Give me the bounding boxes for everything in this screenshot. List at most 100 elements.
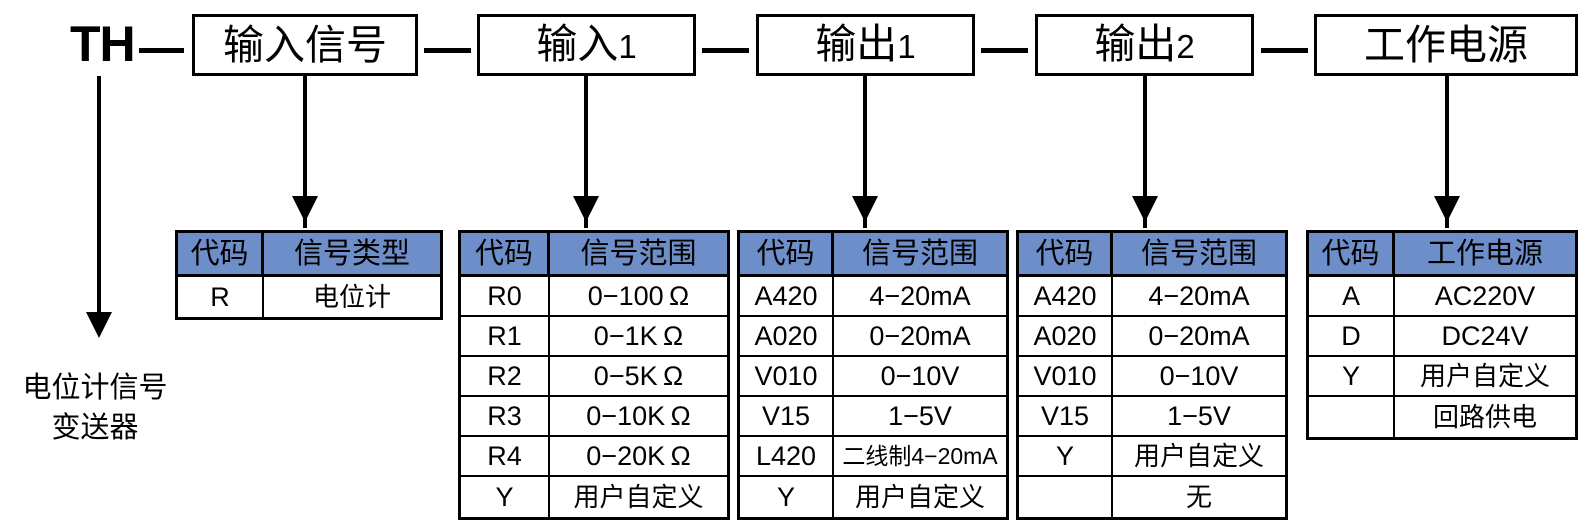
- arrowhead-output1: [852, 196, 878, 222]
- table-row[interactable]: Y 用户自定义: [1309, 357, 1575, 397]
- table-row[interactable]: R2 0−5K Ω: [461, 357, 727, 397]
- cell-code: [1309, 397, 1395, 437]
- connector-line-prefix: [97, 76, 101, 318]
- cell-code: R2: [461, 357, 550, 395]
- cell-value: 用户自定义: [854, 482, 985, 512]
- segment-label: 输入1: [536, 20, 637, 67]
- separator-dash-2: [702, 48, 749, 53]
- segment-label: 输出2: [1094, 20, 1195, 67]
- cell-code: V010: [1019, 357, 1113, 395]
- input1-table: 代码 信号范围 R0 0−100 Ω R1 0−1K Ω R2 0−5K Ω R…: [458, 230, 730, 520]
- arrowhead-prefix: [86, 312, 112, 338]
- cell-code: V15: [740, 397, 834, 435]
- cell-code: V010: [740, 357, 834, 395]
- table-row[interactable]: R1 0−1K Ω: [461, 317, 727, 357]
- table-row[interactable]: Y 用户自定义: [1019, 437, 1285, 477]
- power-supply-table: 代码 工作电源 A AC220V D DC24V Y 用户自定义 回路供电: [1306, 230, 1578, 440]
- column-header-code: 代码: [178, 233, 264, 274]
- table-row[interactable]: V15 1−5V: [1019, 397, 1285, 437]
- column-header-value: 信号范围: [1113, 233, 1285, 274]
- segment-box-input-signal[interactable]: 输入信号: [192, 14, 418, 76]
- table-header-row: 代码 信号类型: [178, 233, 440, 277]
- separator-dash-4: [1261, 48, 1308, 53]
- cell-code: V15: [1019, 397, 1113, 435]
- segment-label: 工作电源: [1364, 22, 1528, 68]
- segment-box-output2[interactable]: 输出2: [1035, 14, 1254, 76]
- cell-code: A020: [740, 317, 834, 355]
- cell-code: A020: [1019, 317, 1113, 355]
- table-row[interactable]: R3 0−10K Ω: [461, 397, 727, 437]
- table-row[interactable]: A420 4−20mA: [1019, 277, 1285, 317]
- column-header-value: 信号范围: [550, 233, 727, 274]
- column-header-code: 代码: [1019, 233, 1113, 274]
- table-row[interactable]: A020 0−20mA: [740, 317, 1006, 357]
- table-row[interactable]: L420 二线制4−20mA: [740, 437, 1006, 477]
- cell-code: Y: [1019, 437, 1113, 475]
- cell-value: DC24V: [1441, 321, 1529, 351]
- model-prefix: TH: [70, 16, 136, 72]
- output2-table: 代码 信号范围 A420 4−20mA A020 0−20mA V010 0−1…: [1016, 230, 1288, 520]
- table-row[interactable]: R4 0−20K Ω: [461, 437, 727, 477]
- cell-value: 用户自定义: [1419, 361, 1550, 391]
- cell-value: 1−5V: [888, 401, 952, 431]
- separator-dash-1: [424, 48, 471, 53]
- column-header-code: 代码: [740, 233, 834, 274]
- column-header-code: 代码: [1309, 233, 1395, 274]
- cell-code: A420: [1019, 277, 1113, 315]
- table-row[interactable]: V010 0−10V: [1019, 357, 1285, 397]
- arrowhead-output2: [1132, 196, 1158, 222]
- column-header-value: 工作电源: [1395, 233, 1575, 274]
- cell-code: Y: [461, 477, 550, 517]
- cell-value: 4−20mA: [1148, 281, 1250, 311]
- code-string-row: TH 输入信号 输入1 输出1 输出2 工作电源: [0, 0, 1584, 92]
- table-row[interactable]: D DC24V: [1309, 317, 1575, 357]
- separator-dash-3: [981, 48, 1028, 53]
- separator-dash-0: [139, 48, 184, 53]
- cell-value: 0−20mA: [1148, 321, 1250, 351]
- cell-value: AC220V: [1434, 281, 1536, 311]
- table-row[interactable]: A420 4−20mA: [740, 277, 1006, 317]
- cell-value: 0−10V: [880, 361, 960, 391]
- cell-code: [1019, 477, 1113, 517]
- connector-line-input1: [584, 76, 588, 228]
- cell-code: A: [1309, 277, 1395, 315]
- connector-line-output1: [863, 76, 867, 228]
- cell-code: D: [1309, 317, 1395, 355]
- column-header-value: 信号范围: [834, 233, 1006, 274]
- arrowhead-input1: [573, 196, 599, 222]
- table-row[interactable]: Y 用户自定义: [461, 477, 727, 517]
- table-row[interactable]: 无: [1019, 477, 1285, 517]
- cell-value: 1−5V: [1167, 401, 1231, 431]
- connector-line-power-supply: [1445, 76, 1449, 228]
- cell-value: 无: [1185, 482, 1212, 512]
- cell-code: R4: [461, 437, 550, 475]
- cell-value: 用户自定义: [1133, 441, 1264, 471]
- segment-box-power-supply[interactable]: 工作电源: [1314, 14, 1578, 76]
- segment-box-input1[interactable]: 输入1: [477, 14, 696, 76]
- cell-code: R3: [461, 397, 550, 435]
- arrowhead-input-signal: [292, 196, 318, 222]
- table-header-row: 代码 信号范围: [461, 233, 727, 277]
- table-row[interactable]: Y 用户自定义: [740, 477, 1006, 517]
- table-header-row: 代码 工作电源: [1309, 233, 1575, 277]
- table-row[interactable]: V15 1−5V: [740, 397, 1006, 437]
- table-row[interactable]: V010 0−10V: [740, 357, 1006, 397]
- cell-value: 二线制4−20mA: [842, 443, 998, 469]
- table-row[interactable]: 回路供电: [1309, 397, 1575, 437]
- segment-box-output1[interactable]: 输出1: [756, 14, 975, 76]
- table-row[interactable]: R 电位计: [178, 277, 440, 317]
- cell-code: R0: [461, 277, 550, 315]
- table-header-row: 代码 信号范围: [740, 233, 1006, 277]
- column-header-value: 信号类型: [264, 233, 440, 274]
- caption-line-2: 变送器: [51, 412, 139, 444]
- cell-code: Y: [1309, 357, 1395, 395]
- table-row[interactable]: R0 0−100 Ω: [461, 277, 727, 317]
- cell-code: L420: [740, 437, 834, 475]
- caption-line-1: 电位计信号: [22, 372, 168, 404]
- cell-value: 电位计: [312, 282, 391, 312]
- segment-label: 输入信号: [223, 22, 387, 68]
- table-row[interactable]: A020 0−20mA: [1019, 317, 1285, 357]
- cell-value: 0−20K Ω: [586, 441, 691, 471]
- product-caption: 电位计信号 变送器: [2, 368, 188, 448]
- table-row[interactable]: A AC220V: [1309, 277, 1575, 317]
